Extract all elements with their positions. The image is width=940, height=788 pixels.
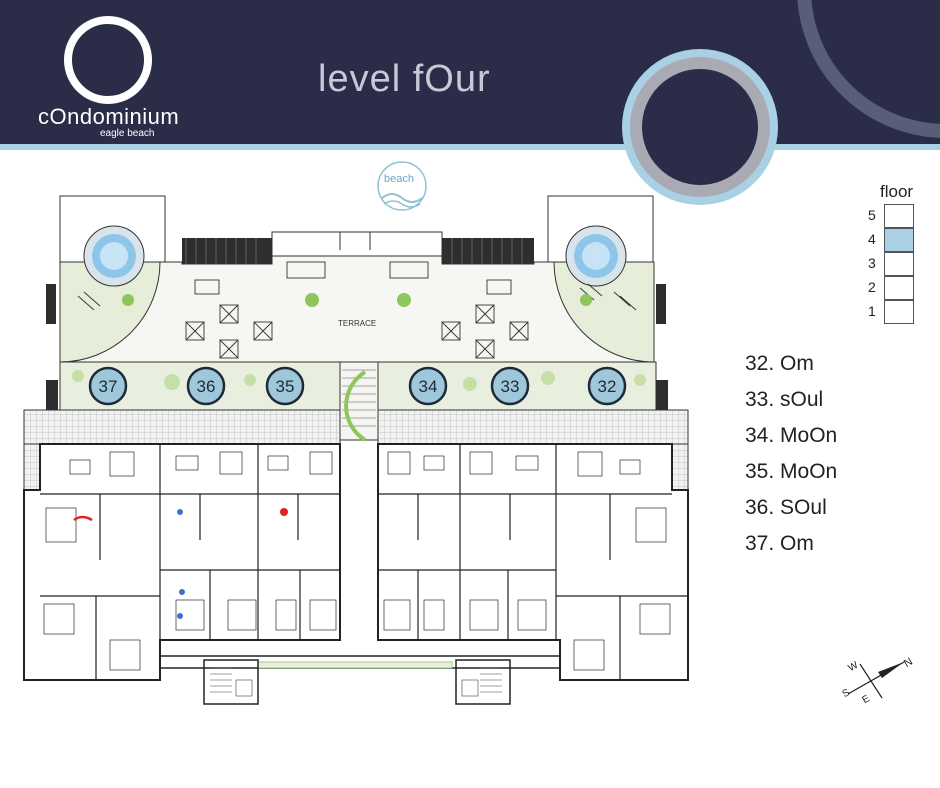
floor-selector-title: floor	[880, 182, 914, 201]
logo-ring-icon	[64, 16, 152, 104]
unit-badge-32[interactable]: 32	[587, 366, 627, 406]
legend-name: Om	[780, 352, 814, 375]
beach-logo: beach	[377, 161, 427, 211]
legend-item-37[interactable]: 37. Om	[745, 532, 814, 556]
compass-w: W	[847, 660, 861, 675]
unit-badge-36-label: 36	[197, 377, 216, 396]
terrace-label: TERRACE	[338, 319, 376, 328]
floor-box[interactable]	[884, 204, 914, 228]
legend-name: sOul	[780, 388, 824, 411]
legend-name: MoOn	[780, 424, 838, 447]
unit-badge-34-label: 34	[419, 377, 438, 396]
pool-left	[83, 225, 145, 287]
legend-item-35[interactable]: 35. MoOn	[745, 460, 837, 484]
legend-unit: 37.	[745, 532, 775, 555]
unit-badge-35-label: 35	[276, 377, 295, 396]
unit-badge-32-label: 32	[598, 377, 617, 396]
floor-number: 2	[868, 279, 876, 295]
legend-item-34[interactable]: 34. MoOn	[745, 424, 837, 448]
unit-badge-37-label: 37	[99, 377, 118, 396]
floor-box[interactable]	[884, 300, 914, 324]
legend-name: SOul	[780, 496, 827, 519]
legend-item-32[interactable]: 32. Om	[745, 352, 814, 376]
unit-badge-35[interactable]: 35	[265, 366, 305, 406]
brand-name: cOndominium	[38, 104, 180, 129]
floor-box[interactable]	[884, 252, 914, 276]
floor-box[interactable]	[884, 276, 914, 300]
legend-unit: 34.	[745, 424, 775, 447]
compass-n: N	[902, 656, 915, 670]
legend-unit: 36.	[745, 496, 775, 519]
legend-unit: 32.	[745, 352, 775, 375]
brand-subtitle: eagle beach	[100, 128, 155, 139]
floor-number: 3	[868, 255, 876, 271]
legend-name: MoOn	[780, 460, 838, 483]
unit-badge-34[interactable]: 34	[408, 366, 448, 406]
header-banner: cOndominium eagle beach level fOur	[0, 0, 940, 144]
header-stripe	[0, 144, 940, 150]
floor-box-active[interactable]	[884, 228, 914, 252]
unit-badges: 37 36 35 34 33 32	[88, 366, 627, 406]
legend-item-36[interactable]: 36. SOul	[745, 496, 827, 520]
unit-badge-33[interactable]: 33	[490, 366, 530, 406]
compass-s: S	[841, 687, 853, 700]
level-title: level fOur	[318, 58, 491, 100]
beach-label: beach	[384, 173, 414, 185]
pool-right	[565, 225, 627, 287]
legend-unit: 33.	[745, 388, 775, 411]
floor-number: 1	[868, 303, 876, 319]
unit-badge-36[interactable]: 36	[186, 366, 226, 406]
legend-item-33[interactable]: 33. sOul	[745, 388, 823, 412]
compass-e: E	[861, 693, 873, 706]
floor-number: 4	[868, 231, 876, 247]
compass-icon: N W S E	[841, 656, 915, 706]
decorative-ring-large	[797, 0, 940, 138]
floor-number: 5	[868, 207, 876, 223]
legend-name: Om	[780, 532, 814, 555]
unit-badge-37[interactable]: 37	[88, 366, 128, 406]
floor-plan: beach	[23, 161, 689, 705]
unit-badge-33-label: 33	[501, 377, 520, 396]
legend-unit: 35.	[745, 460, 775, 483]
